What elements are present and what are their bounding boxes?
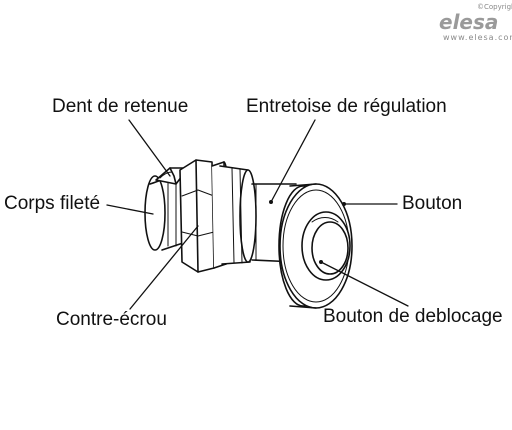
copyright-text: ©Copyright [476,3,512,11]
leader-dent-de-retenue [128,119,171,177]
leader-corps-filete [106,204,154,215]
dot-bouton [342,202,346,206]
label-contre-ecrou: Contre-écrou [56,309,167,330]
release-button [301,211,351,281]
label-corps-filete: Corps fileté [4,193,101,214]
svg-text:elesa: elesa [439,11,498,33]
adjusting-spacer [219,165,257,265]
dot-bouton-deblocage [319,260,323,264]
brand-url: www.elesa.com [443,33,512,42]
leader-entretoise [270,119,316,203]
dot-entretoise [269,200,273,204]
elesa-logo: elesa [439,11,498,33]
leader-lines [106,119,409,310]
leader-bouton-deblocage [320,261,409,307]
lock-nut [179,159,215,273]
label-entretoise-de-regulation: Entretoise de régulation [246,96,447,117]
label-bouton-de-deblocage: Bouton de deblocage [323,306,503,327]
leader-contre-ecrou [129,225,199,310]
brand-watermark: ©Copyright elesa www.elesa.com [439,3,512,42]
label-bouton: Bouton [402,193,463,214]
label-dent-de-retenue: Dent de retenue [52,96,189,117]
